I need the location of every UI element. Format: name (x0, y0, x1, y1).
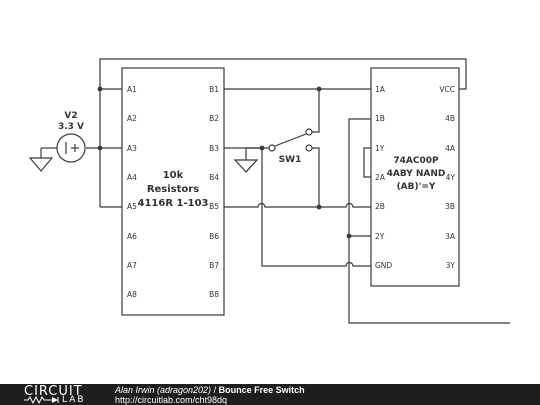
wire-switch-bottom (309, 147, 320, 207)
resistor-label-value: 10k (163, 170, 184, 181)
junction-dot (97, 145, 103, 151)
wire-feedback-output (348, 118, 510, 324)
circuit-url[interactable]: http://circuitlab.com/cht98dq (115, 395, 228, 405)
pin-3A: 3A (445, 232, 456, 241)
pin-A8: A8 (127, 290, 137, 299)
schematic-svg: A1 A2 A3 A4 A5 A6 A7 A8 B1 B2 B3 B4 B5 B… (28, 58, 510, 324)
footer-bar: CIRCUIT LAB Alan Irwin (adragon202) / Bo… (0, 384, 540, 405)
nand-chip-body (370, 67, 460, 287)
pin-B7: B7 (209, 261, 219, 270)
wire-1y-2a (363, 147, 371, 178)
wires (41, 58, 510, 324)
pin-3Y: 3Y (446, 261, 456, 270)
pin-B6: B6 (209, 232, 219, 241)
pin-4A: 4A (445, 144, 456, 153)
pin-A3: A3 (127, 144, 137, 153)
wire-gnd (246, 147, 371, 267)
pin-4Y: 4Y (446, 173, 456, 182)
pin-B4: B4 (209, 173, 219, 182)
pin-VCC: VCC (439, 85, 455, 94)
pin-A2: A2 (127, 114, 137, 123)
pin-B1: B1 (209, 85, 219, 94)
ground-icon (233, 159, 259, 173)
source-name: V2 (64, 111, 77, 121)
wire-switch-top (309, 89, 320, 133)
resistor-label-part: 4116R 1-103 (138, 198, 209, 209)
junction-dot (316, 204, 322, 210)
wire-b5-2b (224, 202, 371, 208)
pin-A7: A7 (127, 261, 137, 270)
pin-4B: 4B (445, 114, 455, 123)
resistor-array-body (121, 67, 225, 316)
ground-icon (28, 148, 54, 172)
pin-A5: A5 (127, 202, 137, 211)
switch-symbol (268, 128, 313, 152)
circuit-title[interactable]: Bounce Free Switch (218, 385, 305, 395)
credit-line: Alan Irwin (adragon202) / Bounce Free Sw… (115, 385, 305, 395)
pin-3B: 3B (445, 202, 455, 211)
circuitlab-logo[interactable]: CIRCUIT LAB (24, 384, 94, 405)
pin-1A: 1A (375, 85, 386, 94)
junction-dot (316, 86, 322, 92)
junction-dot (346, 233, 352, 239)
pin-1Y: 1Y (375, 144, 385, 153)
source-value: 3.3 V (58, 122, 84, 132)
nand-label-type: 4ABY NAND (387, 169, 446, 179)
nand-label-function: (AB)'=Y (397, 182, 436, 192)
logo-text-bottom: LAB (62, 395, 86, 405)
pin-A4: A4 (127, 173, 137, 182)
junction-dot (97, 86, 103, 92)
junction-dot (259, 145, 265, 151)
pin-A6: A6 (127, 232, 137, 241)
resistor-label-type: Resistors (147, 184, 199, 195)
author-name[interactable]: Alan Irwin (adragon202) (115, 385, 212, 395)
pin-B3: B3 (209, 144, 219, 153)
pin-B5: B5 (209, 202, 219, 211)
pin-A1: A1 (127, 85, 137, 94)
pin-GND: GND (375, 261, 392, 270)
nand-label-part: 74AC00P (393, 156, 439, 166)
pin-2B: 2B (375, 202, 385, 211)
pin-1B: 1B (375, 114, 385, 123)
wire-vcc-loop (99, 58, 467, 207)
pin-2Y: 2Y (375, 232, 385, 241)
voltage-source-symbol (56, 133, 86, 163)
logo-resistor-icon (24, 395, 59, 404)
logo-text-top: CIRCUIT (24, 384, 83, 399)
pin-2A: 2A (375, 173, 386, 182)
switch-name: SW1 (279, 155, 302, 165)
pin-B8: B8 (209, 290, 219, 299)
credit-separator: / (211, 385, 219, 395)
junctions (97, 86, 352, 239)
pin-B2: B2 (209, 114, 219, 123)
